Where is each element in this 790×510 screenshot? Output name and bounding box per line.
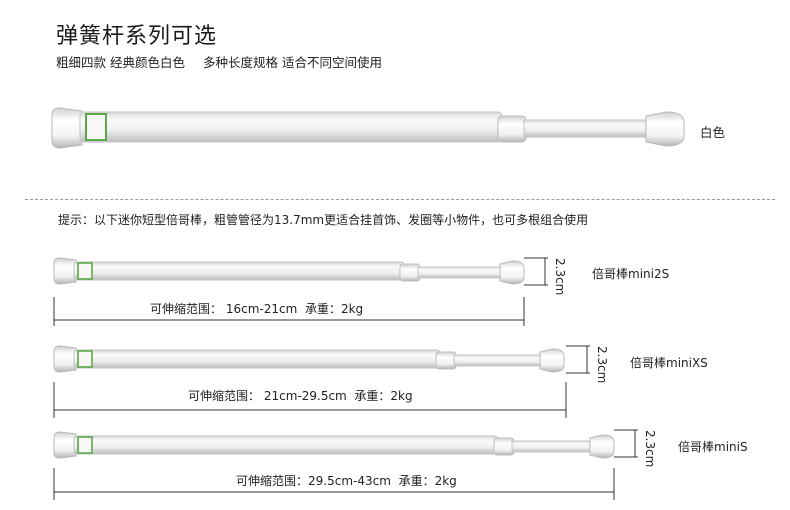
load-label: 承重： <box>304 302 341 316</box>
model-label-minixs: 倍哥棒miniXS <box>630 356 708 370</box>
section-divider <box>25 199 775 200</box>
model-label-mini2s: 倍哥棒mini2S <box>592 267 670 281</box>
range-value: 29.5cm-43cm <box>308 474 391 488</box>
page-subtitle: 粗细四款 经典颜色白色 多种长度规格 适合不同空间使用 <box>56 52 396 71</box>
range-value: 21cm-29.5cm <box>263 389 347 403</box>
range-label: 可伸缩范围： <box>188 389 261 403</box>
dimension-line-mini2s <box>53 257 548 326</box>
load-value: 2kg <box>340 302 364 316</box>
rod-minixs <box>53 345 565 373</box>
dimension-line-minixs <box>53 345 590 418</box>
spec-text-minixs: 可伸缩范围： 21cm-29.5cm 承重：2kg <box>188 387 413 404</box>
load-label: 承重： <box>398 474 435 488</box>
height-label-mini2s: 2.3cm <box>553 258 567 296</box>
height-label-minixs: 2.3cm <box>595 346 609 384</box>
rod-mini2s <box>53 257 525 285</box>
model-label-minis: 倍哥棒miniS <box>678 440 748 454</box>
subtitle-part-2: 多种长度规格 适合不同空间使用 <box>202 55 382 70</box>
main-tension-rod <box>51 107 685 149</box>
spec-text-mini2s: 可伸缩范围： 16cm-21cm 承重：2kg <box>150 300 363 317</box>
load-value: 2kg <box>434 474 457 488</box>
tip-text: 提示：以下迷你短型倍哥棒，粗管管径为13.7mm更适合挂首饰、发圈等小物件，也可… <box>58 213 589 227</box>
spec-text-minis: 可伸缩范围：29.5cm-43cm 承重：2kg <box>236 472 457 489</box>
dimension-line-minis <box>53 429 638 500</box>
range-label: 可伸缩范围： <box>236 474 309 488</box>
rod-minis <box>53 431 615 459</box>
height-label-minis: 2.3cm <box>643 430 657 468</box>
load-value: 2kg <box>390 389 413 403</box>
rod-color-label: 白色 <box>700 125 726 140</box>
page-title: 弹簧杆系列可选 <box>56 24 218 49</box>
range-value: 16cm-21cm <box>225 302 298 316</box>
load-label: 承重： <box>354 389 391 403</box>
subtitle-part-1: 粗细四款 经典颜色白色 <box>56 55 185 70</box>
range-label: 可伸缩范围： <box>150 302 223 316</box>
